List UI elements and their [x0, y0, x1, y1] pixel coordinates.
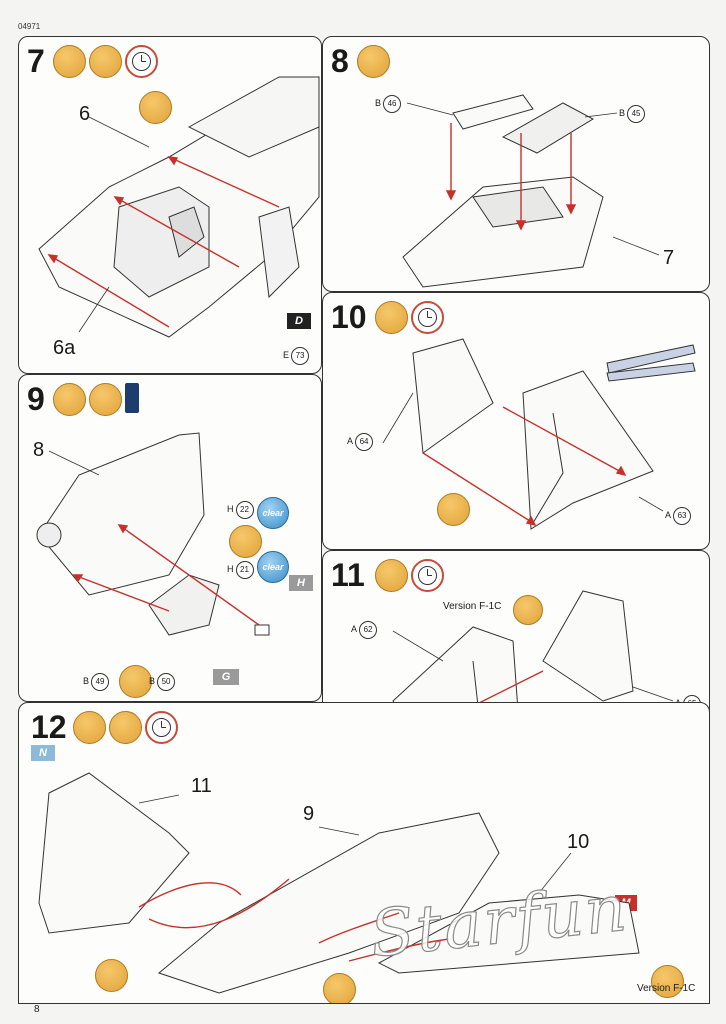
glue-icon: [375, 301, 408, 334]
glue-tube-icon: [323, 973, 356, 1003]
paint-bottle-icon: [125, 383, 139, 413]
step-10-number: 10: [331, 299, 367, 335]
decal-h-flag: H: [289, 575, 313, 591]
clock-icon: [145, 711, 178, 744]
step-7-drawing: [38, 76, 320, 338]
step-10-icons: [375, 301, 444, 334]
clothespin-icon: [606, 344, 696, 382]
clear-paint-badge: clear: [257, 551, 289, 583]
callout-part-6a: 6a: [53, 337, 76, 359]
clock-icon: [125, 45, 158, 78]
paint-brush-icon: [89, 45, 122, 78]
step-11-number: 11: [331, 557, 365, 593]
decal-g-flag: G: [213, 669, 239, 685]
step-8-number: 8: [331, 43, 349, 79]
turn-arrow-icon: [119, 665, 152, 698]
step-12-drawing: [38, 772, 640, 994]
callout-part-9: 9: [303, 803, 315, 825]
callout-part-11: 11: [191, 775, 212, 797]
paint-brush-icon: [109, 711, 142, 744]
callout-part-10: 10: [567, 831, 590, 853]
step-11-icons: [375, 559, 444, 592]
glue-icon: [53, 45, 86, 78]
step-7-number: 7: [27, 43, 45, 79]
step-12-panel: 12 N 11 9 10 M Version F-1C: [18, 702, 710, 1004]
glue-tube-icon: [437, 493, 470, 526]
clock-icon: [411, 301, 444, 334]
step-9-drawing: [36, 432, 270, 636]
glue-icon: [73, 711, 106, 744]
callout-part-8: 8: [33, 439, 45, 461]
step-8-icons: [357, 45, 390, 78]
paint-brush-icon: [89, 383, 122, 416]
decal-d-flag: D: [287, 313, 311, 329]
step-12-number: 12: [31, 709, 67, 745]
cement-bottle-icon: [651, 965, 684, 998]
step-8-drawing: [402, 94, 660, 288]
step-12-icons: [73, 711, 178, 744]
step-9-icons: [53, 383, 139, 416]
clock-icon: [411, 559, 444, 592]
glue-icon: [375, 559, 408, 592]
version-f1c-label: Version F-1C: [637, 983, 696, 994]
kit-code: 04971: [18, 22, 41, 31]
glue-icon: [357, 45, 390, 78]
page-number: 8: [34, 1004, 40, 1015]
step-9-number: 9: [27, 381, 45, 417]
glue-tube-icon: [95, 959, 128, 992]
version-f1c-label: Version F-1C: [443, 601, 502, 612]
step-10-drawing: [382, 338, 696, 530]
cement-bottle-icon: [513, 595, 543, 625]
turn-arrow-icon: [229, 525, 262, 558]
clear-paint-badge: clear: [257, 497, 289, 529]
glue-tube-icon: [139, 91, 172, 124]
glue-icon: [53, 383, 86, 416]
callout-part-6: 6: [79, 103, 91, 125]
decal-n-flag: N: [31, 745, 55, 761]
callout-part-7: 7: [663, 247, 675, 269]
step-7-icons: [53, 45, 158, 78]
